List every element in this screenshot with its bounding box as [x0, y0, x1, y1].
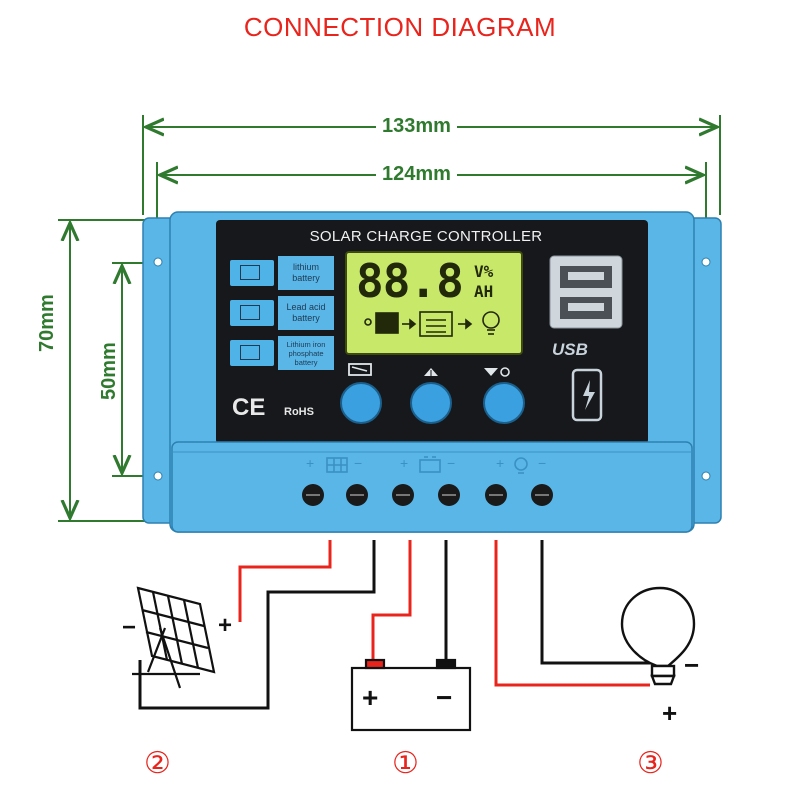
- load-terminal-plus: +: [496, 455, 505, 471]
- wires: [138, 540, 650, 710]
- solar-minus-sign: −: [122, 614, 137, 641]
- terminal-group-icons: [326, 456, 528, 474]
- solar-panel-drawing: [132, 586, 216, 689]
- terminal-screw: [302, 484, 324, 506]
- battery-type-icon: [230, 340, 274, 366]
- down-arrow-icon: [484, 368, 498, 376]
- rohs-mark: RoHS: [284, 406, 314, 418]
- bulb-mini-icon: [482, 311, 500, 329]
- solar-terminal-minus: −: [354, 455, 363, 471]
- lcd-unit-bottom: AH: [474, 282, 494, 301]
- menu-button: [340, 382, 382, 424]
- bulb-icon: [514, 457, 528, 471]
- total-width-label: 133mm: [376, 115, 457, 138]
- load-minus-sign: −: [684, 650, 700, 680]
- battery-terminal-minus: −: [447, 455, 456, 471]
- usb-label: USB: [552, 340, 588, 359]
- battery-number: ①: [392, 747, 419, 780]
- solar-positive-wire: [238, 540, 332, 622]
- battery-plus-sign: +: [362, 682, 379, 713]
- terminal-screw: [531, 484, 553, 506]
- terminal-screw: [392, 484, 414, 506]
- mount-width-label: 124mm: [376, 163, 457, 186]
- battery-mini-icon: [419, 311, 453, 337]
- battery-type-icon: [230, 260, 274, 286]
- sun-icon: [364, 318, 372, 326]
- diagram-title: CONNECTION DIAGRAM: [243, 12, 557, 42]
- solar-plus-sign: +: [218, 612, 233, 639]
- terminal-screws: [302, 484, 553, 506]
- load-negative-wire: [540, 540, 650, 665]
- battery-icon: [419, 459, 441, 473]
- control-buttons: [340, 363, 525, 424]
- controller-label: SOLAR CHARGE CONTROLLER: [309, 228, 543, 245]
- terminal-screw: [346, 484, 368, 506]
- lcd-unit-top: V%: [474, 262, 494, 281]
- load-terminal-minus: −: [538, 455, 547, 471]
- lcd-reading: 88.8: [356, 254, 464, 308]
- menu-icon: [348, 363, 372, 376]
- terminal-screw: [485, 484, 507, 506]
- battery-terminal-plus: +: [400, 455, 409, 471]
- load-number: ③: [637, 747, 664, 780]
- solar-panel-number: ②: [144, 747, 171, 780]
- battery-minus-sign: −: [436, 682, 453, 713]
- solar-negative-wire: [138, 540, 376, 710]
- terminal-screw: [438, 484, 460, 506]
- down-button: [483, 382, 525, 424]
- panel-mini-icon: [375, 312, 399, 334]
- bulb-drawing: [620, 586, 696, 686]
- lcd-flow-icons: [364, 311, 500, 337]
- mount-height-label: 50mm: [98, 336, 121, 406]
- total-height-label: 70mm: [36, 288, 59, 358]
- up-button: [410, 382, 452, 424]
- solar-terminal-plus: +: [306, 455, 315, 471]
- battery-type-icon: [230, 300, 274, 326]
- load-positive-wire: [494, 540, 650, 687]
- ce-mark: CE: [232, 394, 266, 421]
- battery-positive-wire: [371, 540, 412, 660]
- battery-drawing: [350, 658, 472, 732]
- phone-icon: [571, 368, 603, 422]
- load-plus-sign: +: [662, 698, 678, 728]
